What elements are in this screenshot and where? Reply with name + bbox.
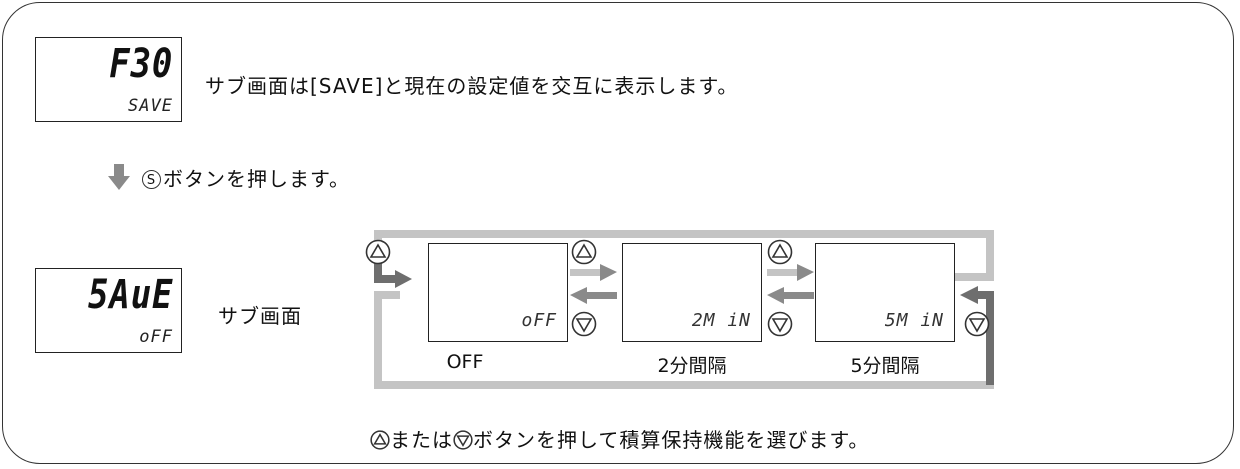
step-text: ボタンを押します。	[163, 167, 350, 191]
screen-value: 5M iN	[884, 310, 944, 331]
up-button-icon	[370, 430, 390, 450]
description-text: サブ画面は[SAVE]と現在の設定値を交互に表示します。	[205, 74, 739, 98]
bottom-display-main-value: 5AuE	[87, 272, 173, 318]
top-segment-display: F30 SAVE	[35, 37, 182, 122]
down-button-icon	[964, 311, 990, 337]
s-button-icon: S	[142, 170, 161, 189]
sub-screen-label: サブ画面	[218, 304, 302, 328]
screen-value: oFF	[521, 310, 557, 331]
top-display-main-value: F30	[109, 41, 173, 87]
footer-text-after: ボタンを押して積算保持機能を選びます。	[473, 428, 870, 452]
outer-frame	[2, 2, 1234, 464]
screen-off: oFF	[428, 243, 568, 342]
down-button-icon	[571, 311, 597, 337]
screen-5min: 5M iN	[815, 243, 955, 342]
screen-caption: 2分間隔	[657, 355, 727, 377]
bottom-display-sub-value: oFF	[139, 327, 173, 347]
top-display-sub-value: SAVE	[128, 96, 173, 116]
screen-2min: 2M iN	[622, 243, 762, 342]
up-button-icon	[767, 239, 793, 265]
footer-instruction: またはボタンを押して積算保持機能を選びます。	[370, 424, 869, 453]
up-button-icon	[365, 239, 391, 265]
screen-caption: 5分間隔	[850, 355, 920, 377]
footer-text-before: または	[390, 428, 453, 452]
bottom-segment-display: 5AuE oFF	[35, 268, 182, 353]
down-button-icon	[767, 311, 793, 337]
down-button-icon	[453, 430, 473, 450]
up-button-icon	[571, 239, 597, 265]
screen-value: 2M iN	[691, 310, 751, 331]
screen-caption: OFF	[446, 351, 484, 373]
